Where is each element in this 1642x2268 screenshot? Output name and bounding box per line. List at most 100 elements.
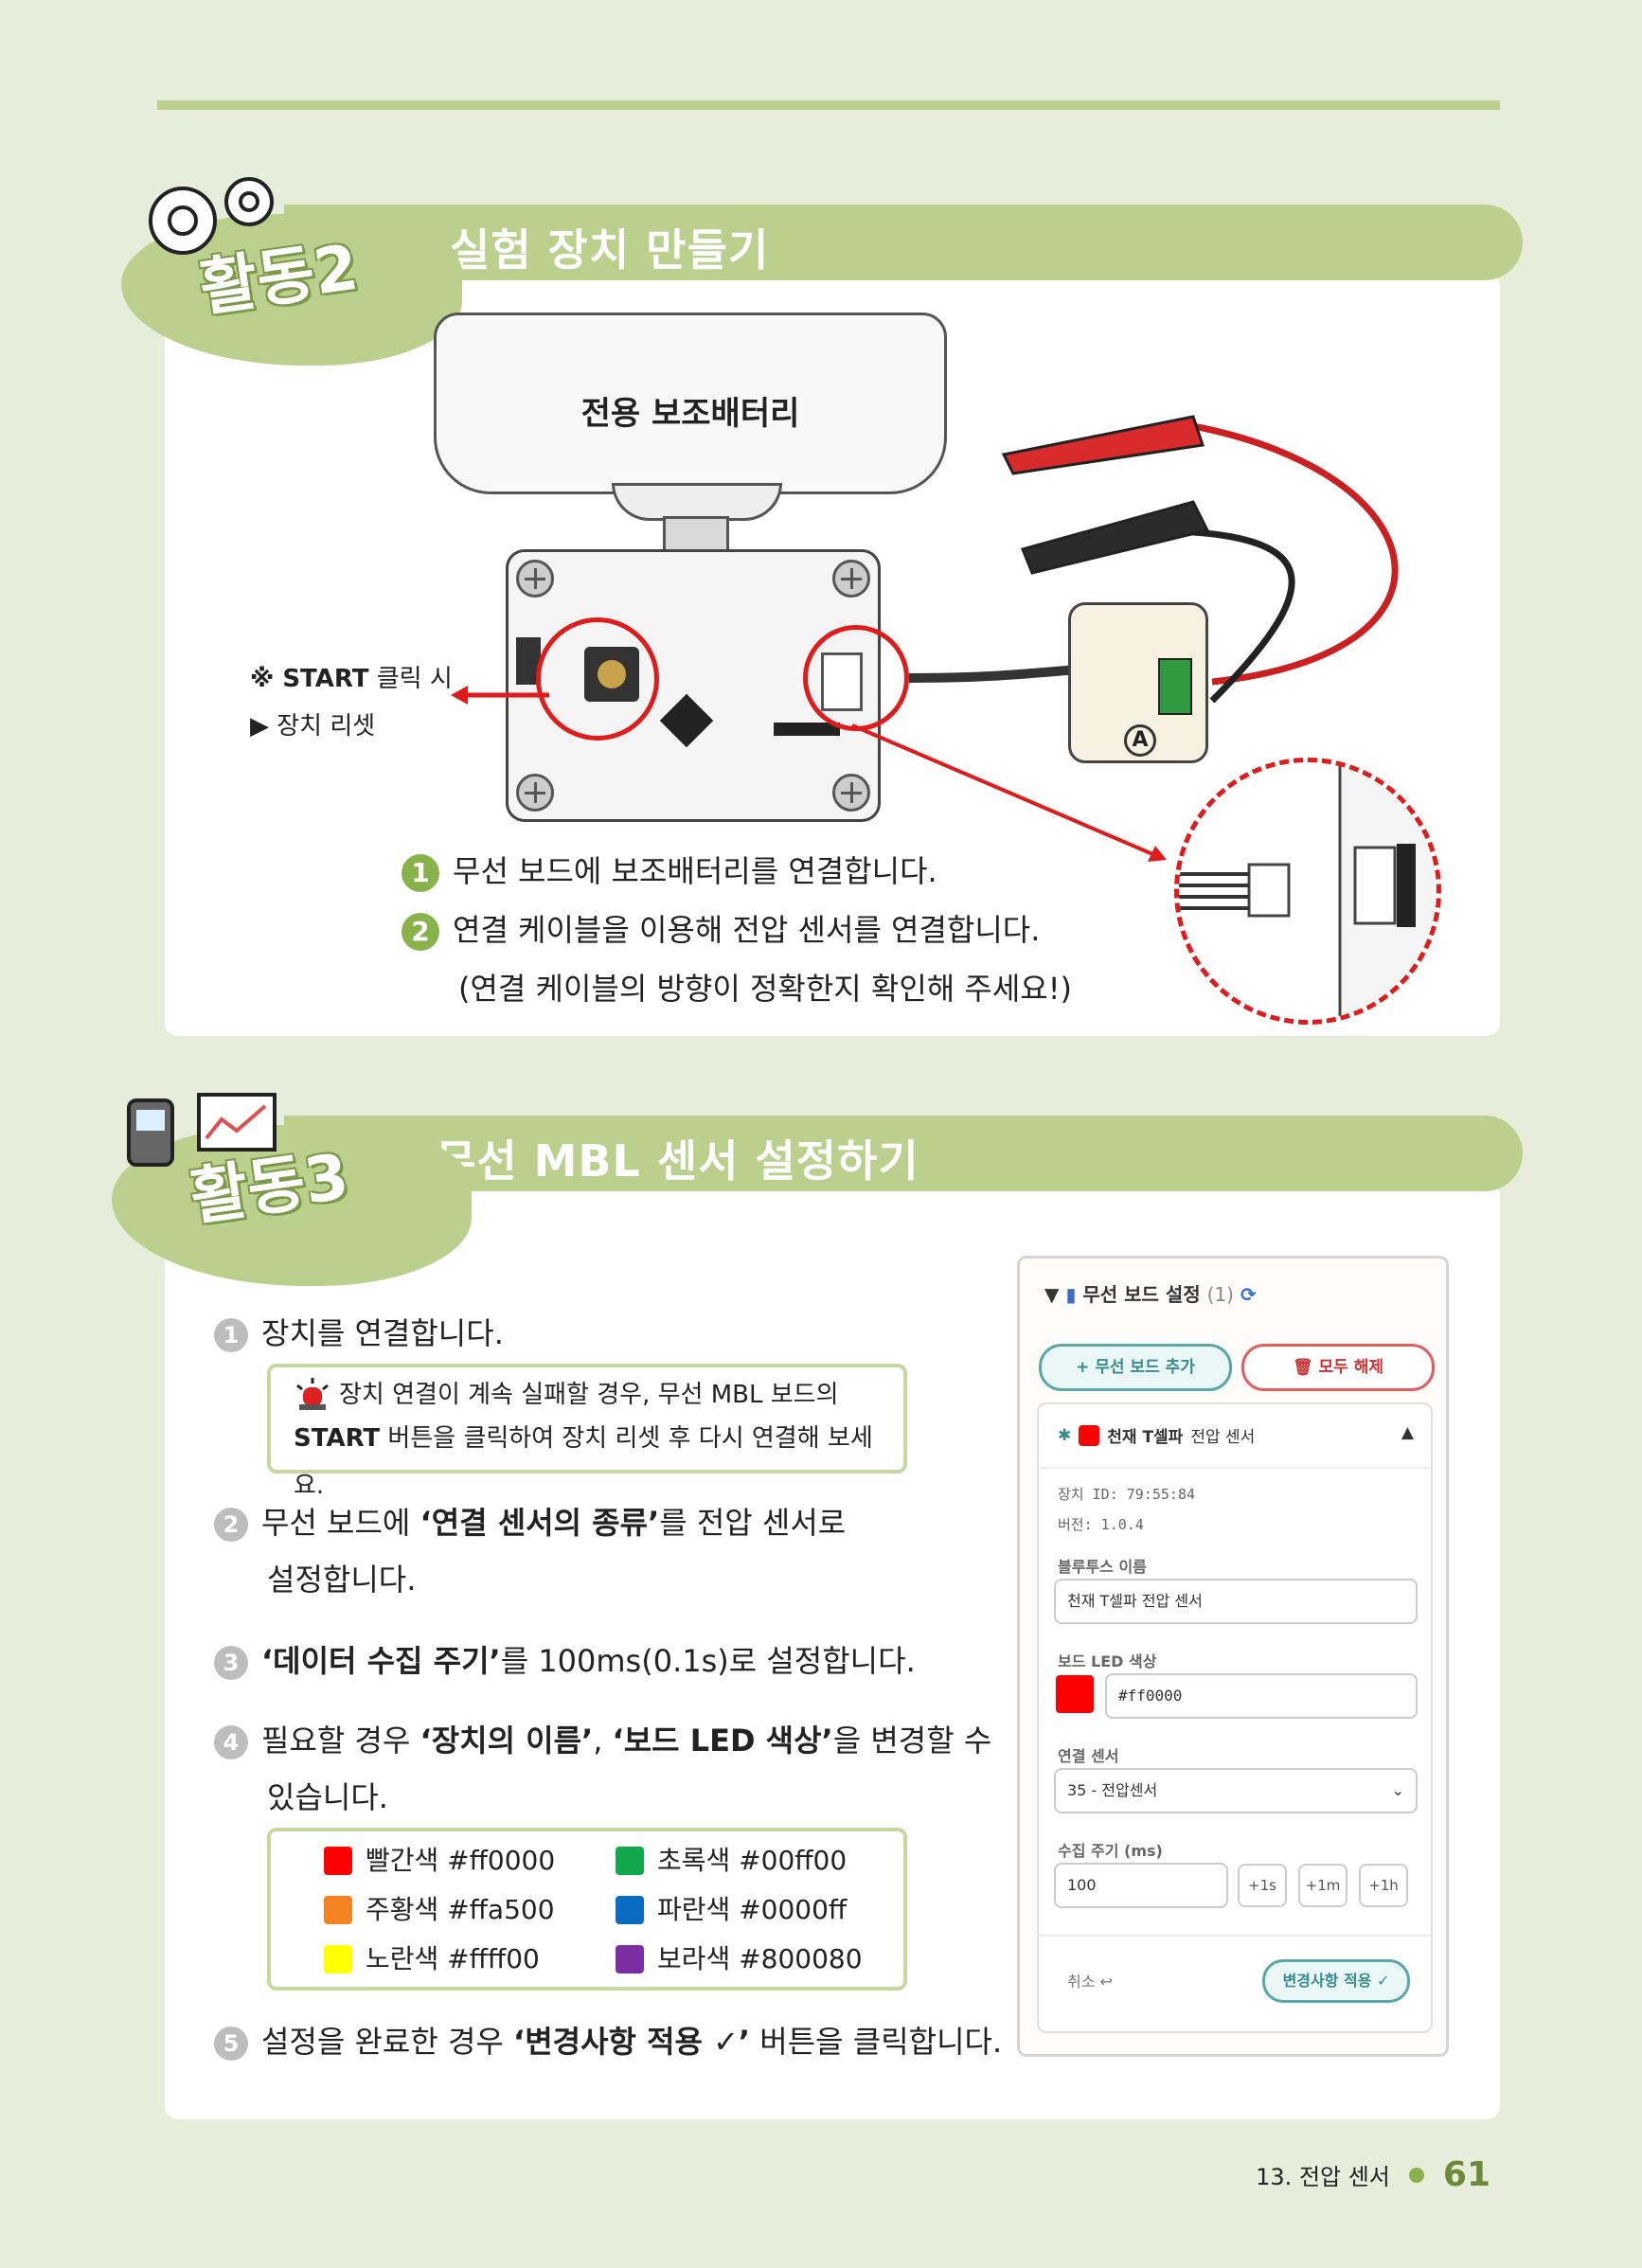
color-name: 주황색 #ffa500 [366, 1894, 555, 1925]
color-swatch [616, 1945, 644, 1973]
color-swatch [324, 1896, 352, 1924]
clear-all-button[interactable]: 🗑 모두 해제 [1241, 1344, 1435, 1391]
step-text: 무선 보드에 보조배터리를 연결합니다. [453, 853, 937, 889]
add-board-button[interactable]: + 무선 보드 추가 [1039, 1344, 1232, 1391]
color-item: 보라색 #800080 [616, 1943, 863, 1975]
tip-box: 장치 연결이 계속 실패할 경우, 무선 MBL 보드의 START 버튼을 클… [267, 1364, 907, 1500]
screw-icon [516, 560, 554, 598]
bt-name-label: 블루투스 이름 [1058, 1558, 1147, 1576]
reset-note-rest: 클릭 시 [368, 665, 453, 693]
activity1-step-note: (연결 케이블의 방향이 정확한지 확인해 주세요!) [458, 970, 1072, 1008]
color-item: 노란색 #ffff00 [324, 1943, 540, 1975]
refresh-icon[interactable]: ⟳ [1240, 1283, 1257, 1306]
step-text-bold: ‘데이터 수집 주기’ [261, 1643, 501, 1679]
tip-line1: 장치 연결이 계속 실패할 경우, 무선 MBL 보드의 [339, 1381, 839, 1409]
period-input[interactable]: 100 [1054, 1863, 1228, 1908]
led-color-indicator [1079, 1424, 1100, 1446]
connection-lines [451, 415, 1399, 862]
battery-illustration: 전용 보조배터리 [434, 313, 947, 494]
panel-header[interactable]: ▼ ▮ 무선 보드 설정 (1) ⟳ [1044, 1279, 1257, 1307]
led-color-picker[interactable] [1056, 1675, 1094, 1713]
screw-icon [832, 774, 870, 812]
screw-icon [516, 774, 554, 812]
activity1-banner: 실험 장치 만들기 [284, 205, 1523, 280]
color-name: 파란색 #0000ff [657, 1894, 848, 1925]
step-text-bold1: ‘장치의 이름’ [419, 1723, 594, 1759]
tip-bold: START [294, 1424, 381, 1453]
start-highlight [536, 617, 659, 741]
chevron-down-icon: ⌄ [1391, 1781, 1404, 1799]
step-text-mid: , [593, 1723, 613, 1759]
activity2-banner: 무선 MBL 센서 설정하기 [284, 1116, 1523, 1191]
activity2-step-5: 5 설정을 완료한 경우 ‘변경사항 적용 ✓’ 버튼을 클릭합니다. [214, 2023, 1002, 2061]
step-number: 3 [214, 1646, 248, 1680]
tip-line2: 버튼을 클릭하여 장치 리셋 후 다시 연결해 보세요. [294, 1424, 873, 1500]
plus-icon: + [1076, 1358, 1096, 1377]
step-text-post: 버튼을 클릭합니다. [750, 2024, 1003, 2060]
clear-all-label: 모두 해제 [1318, 1358, 1383, 1377]
step-text-bold: ‘변경사항 적용 ✓’ [513, 2024, 751, 2060]
activity2-step-2-line2: 설정합니다. [267, 1562, 417, 1598]
screw-icon [832, 560, 870, 598]
reset-note-line2: ▶ 장치 리셋 [250, 712, 376, 741]
step-number: 1 [402, 854, 439, 892]
device-name-rest: 전압 센서 [1190, 1428, 1256, 1447]
top-rule [157, 100, 1500, 110]
step-text-post: 을 변경할 수 [832, 1723, 992, 1759]
trash-icon: 🗑 [1293, 1358, 1319, 1377]
collapse-triangle-icon[interactable]: ▼ [1044, 1283, 1060, 1306]
sensor-select[interactable]: 35 - 전압센서 ⌄ [1054, 1768, 1418, 1813]
gears-icon [149, 177, 274, 255]
cancel-button[interactable]: 취소 ↩ [1067, 1973, 1113, 1991]
signal-icon: ▮ [1065, 1283, 1077, 1306]
device-card: ✱ 천재 T셀파 전압 센서 ▲ 장치 ID: 79:55:84 버전: 1.0… [1037, 1402, 1433, 2033]
apply-changes-button[interactable]: 변경사항 적용 ✓ [1262, 1959, 1410, 2003]
device-icon [127, 1093, 277, 1167]
step-text-pre: 무선 보드에 [261, 1505, 420, 1541]
step-number: 2 [214, 1508, 248, 1542]
led-color-label: 보드 LED 색상 [1058, 1652, 1157, 1670]
add-second-button[interactable]: +1s [1238, 1864, 1287, 1907]
color-item: 초록색 #00ff00 [616, 1845, 847, 1877]
zoom-illustration [1179, 762, 1437, 1020]
add-board-label: 무선 보드 추가 [1095, 1358, 1195, 1377]
color-name: 초록색 #00ff00 [657, 1845, 848, 1876]
page-number: 61 [1442, 2155, 1490, 2194]
step-text-pre: 설정을 완료한 경우 [261, 2024, 514, 2060]
reset-note: ※ START 클릭 시 ▶ 장치 리셋 [250, 655, 453, 750]
period-label: 수집 주기 (ms) [1058, 1842, 1163, 1860]
led-color-input[interactable]: #ff0000 [1105, 1673, 1418, 1719]
color-swatch [324, 1945, 352, 1973]
step-text: 연결 케이블을 이용해 전압 센서를 연결합니다. [453, 912, 1041, 948]
collapse-up-icon[interactable]: ▲ [1401, 1423, 1414, 1442]
reset-note-bold: ※ START [250, 665, 369, 693]
activity2-title: 무선 MBL 센서 설정하기 [436, 1135, 919, 1187]
bt-name-input[interactable]: 천재 T셀파 전압 센서 [1054, 1579, 1418, 1624]
activity1-step-1: 1 무선 보드에 보조배터리를 연결합니다. [402, 852, 937, 892]
activity1-title: 실험 장치 만들기 [450, 224, 770, 276]
color-name: 노란색 #ffff00 [366, 1943, 540, 1974]
color-item: 주황색 #ffa500 [324, 1894, 555, 1926]
footer-dot [1408, 2167, 1424, 2183]
wireless-board-settings-panel: ▼ ▮ 무선 보드 설정 (1) ⟳ + 무선 보드 추가 🗑 모두 해제 ✱ … [1017, 1256, 1449, 2057]
activity2-step-3: 3‘데이터 수집 주기’를 100ms(0.1s)로 설정합니다. [214, 1642, 916, 1680]
panel-title: 무선 보드 설정 [1082, 1283, 1201, 1306]
add-hour-button[interactable]: +1h [1359, 1864, 1408, 1907]
add-minute-button[interactable]: +1m [1298, 1864, 1348, 1907]
step-text: 장치를 연결합니다. [261, 1315, 504, 1351]
step-number: 5 [214, 2027, 248, 2061]
divider [1039, 1467, 1431, 1469]
color-swatch [616, 1896, 644, 1924]
sensor-a-mark: A [1124, 724, 1156, 757]
device-id: 장치 ID: 79:55:84 [1058, 1486, 1196, 1503]
color-swatch [324, 1847, 352, 1875]
led-color-list: 빨간색 #ff0000 초록색 #00ff00 주황색 #ffa500 파란색 … [267, 1828, 907, 1991]
device-name-bold: 천재 T셀파 [1107, 1428, 1184, 1447]
device-version: 버전: 1.0.4 [1058, 1516, 1144, 1533]
sensor-terminal [1158, 658, 1192, 715]
step-text: (연결 케이블의 방향이 정확한지 확인해 주세요!) [458, 971, 1073, 1007]
step-number: 4 [214, 1725, 248, 1759]
device-card-header[interactable]: ✱ 천재 T셀파 전압 센서 [1058, 1423, 1255, 1447]
